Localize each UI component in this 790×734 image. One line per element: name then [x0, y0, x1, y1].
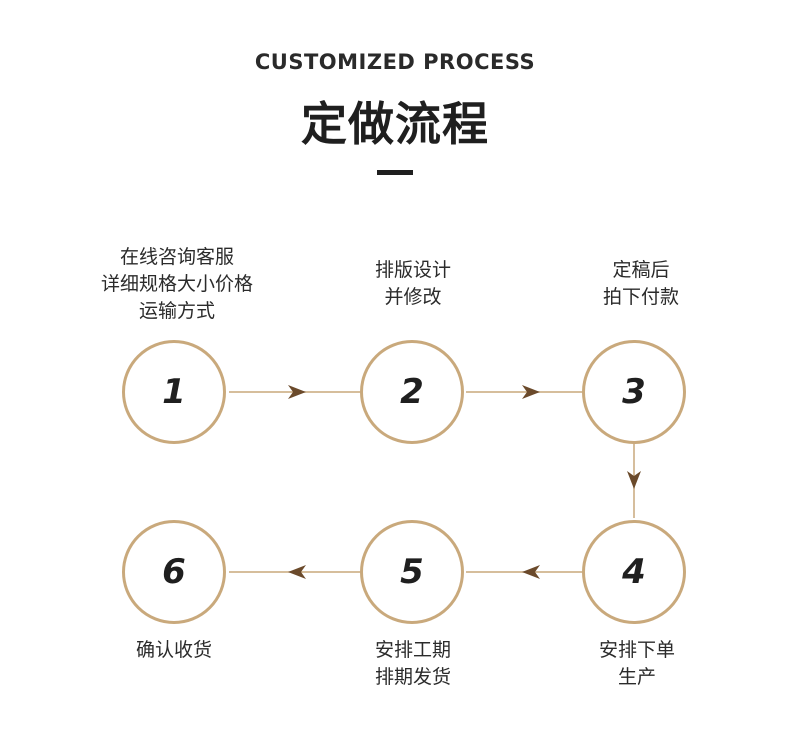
step-3-number: 3: [622, 372, 646, 412]
step-2-line-1: 排版设计: [374, 259, 451, 281]
step-2-circle: 2: [360, 340, 464, 444]
step-6-line-1: 确认收货: [135, 639, 212, 661]
step-3-circle: 3: [582, 340, 686, 444]
arrow-left-icon: [522, 565, 540, 579]
step-6-circle: 6: [122, 520, 226, 624]
step-4-line-1: 安排下单: [598, 639, 675, 661]
arrow-down-icon: [627, 471, 641, 489]
step-2-number: 2: [400, 372, 424, 412]
step-3-line-1: 定稿后: [612, 259, 670, 281]
step-4-circle: 4: [582, 520, 686, 624]
step-6-description: 确认收货: [64, 637, 284, 664]
step-3-line-2: 拍下付款: [602, 286, 679, 308]
step-5-description: 安排工期 排期发货: [303, 637, 523, 691]
step-5-number: 5: [400, 552, 424, 592]
step-1-circle: 1: [122, 340, 226, 444]
step-4-description: 安排下单 生产: [527, 637, 747, 691]
step-1-line-1: 在线咨询客服: [119, 246, 234, 268]
step-5-line-2: 排期发货: [374, 666, 451, 688]
step-6-number: 6: [162, 552, 186, 592]
step-1-description: 在线咨询客服 详细规格大小价格 运输方式: [67, 244, 287, 325]
section-subtitle: CUSTOMIZED PROCESS: [254, 50, 536, 74]
page-title: 定做流程: [301, 97, 489, 151]
step-2-line-2: 并修改: [384, 286, 442, 308]
step-1-line-2: 详细规格大小价格: [100, 273, 253, 295]
title-underline: [377, 170, 413, 175]
step-1-number: 1: [162, 372, 186, 412]
step-5-line-1: 安排工期: [374, 639, 451, 661]
step-1-line-3: 运输方式: [138, 300, 215, 322]
step-4-number: 4: [622, 552, 646, 592]
step-2-description: 排版设计 并修改: [303, 257, 523, 311]
arrow-right-icon: [288, 385, 306, 399]
step-4-line-2: 生产: [617, 666, 656, 688]
step-3-description: 定稿后 拍下付款: [531, 257, 751, 311]
arrow-right-icon: [522, 385, 540, 399]
arrow-left-icon: [288, 565, 306, 579]
step-5-circle: 5: [360, 520, 464, 624]
